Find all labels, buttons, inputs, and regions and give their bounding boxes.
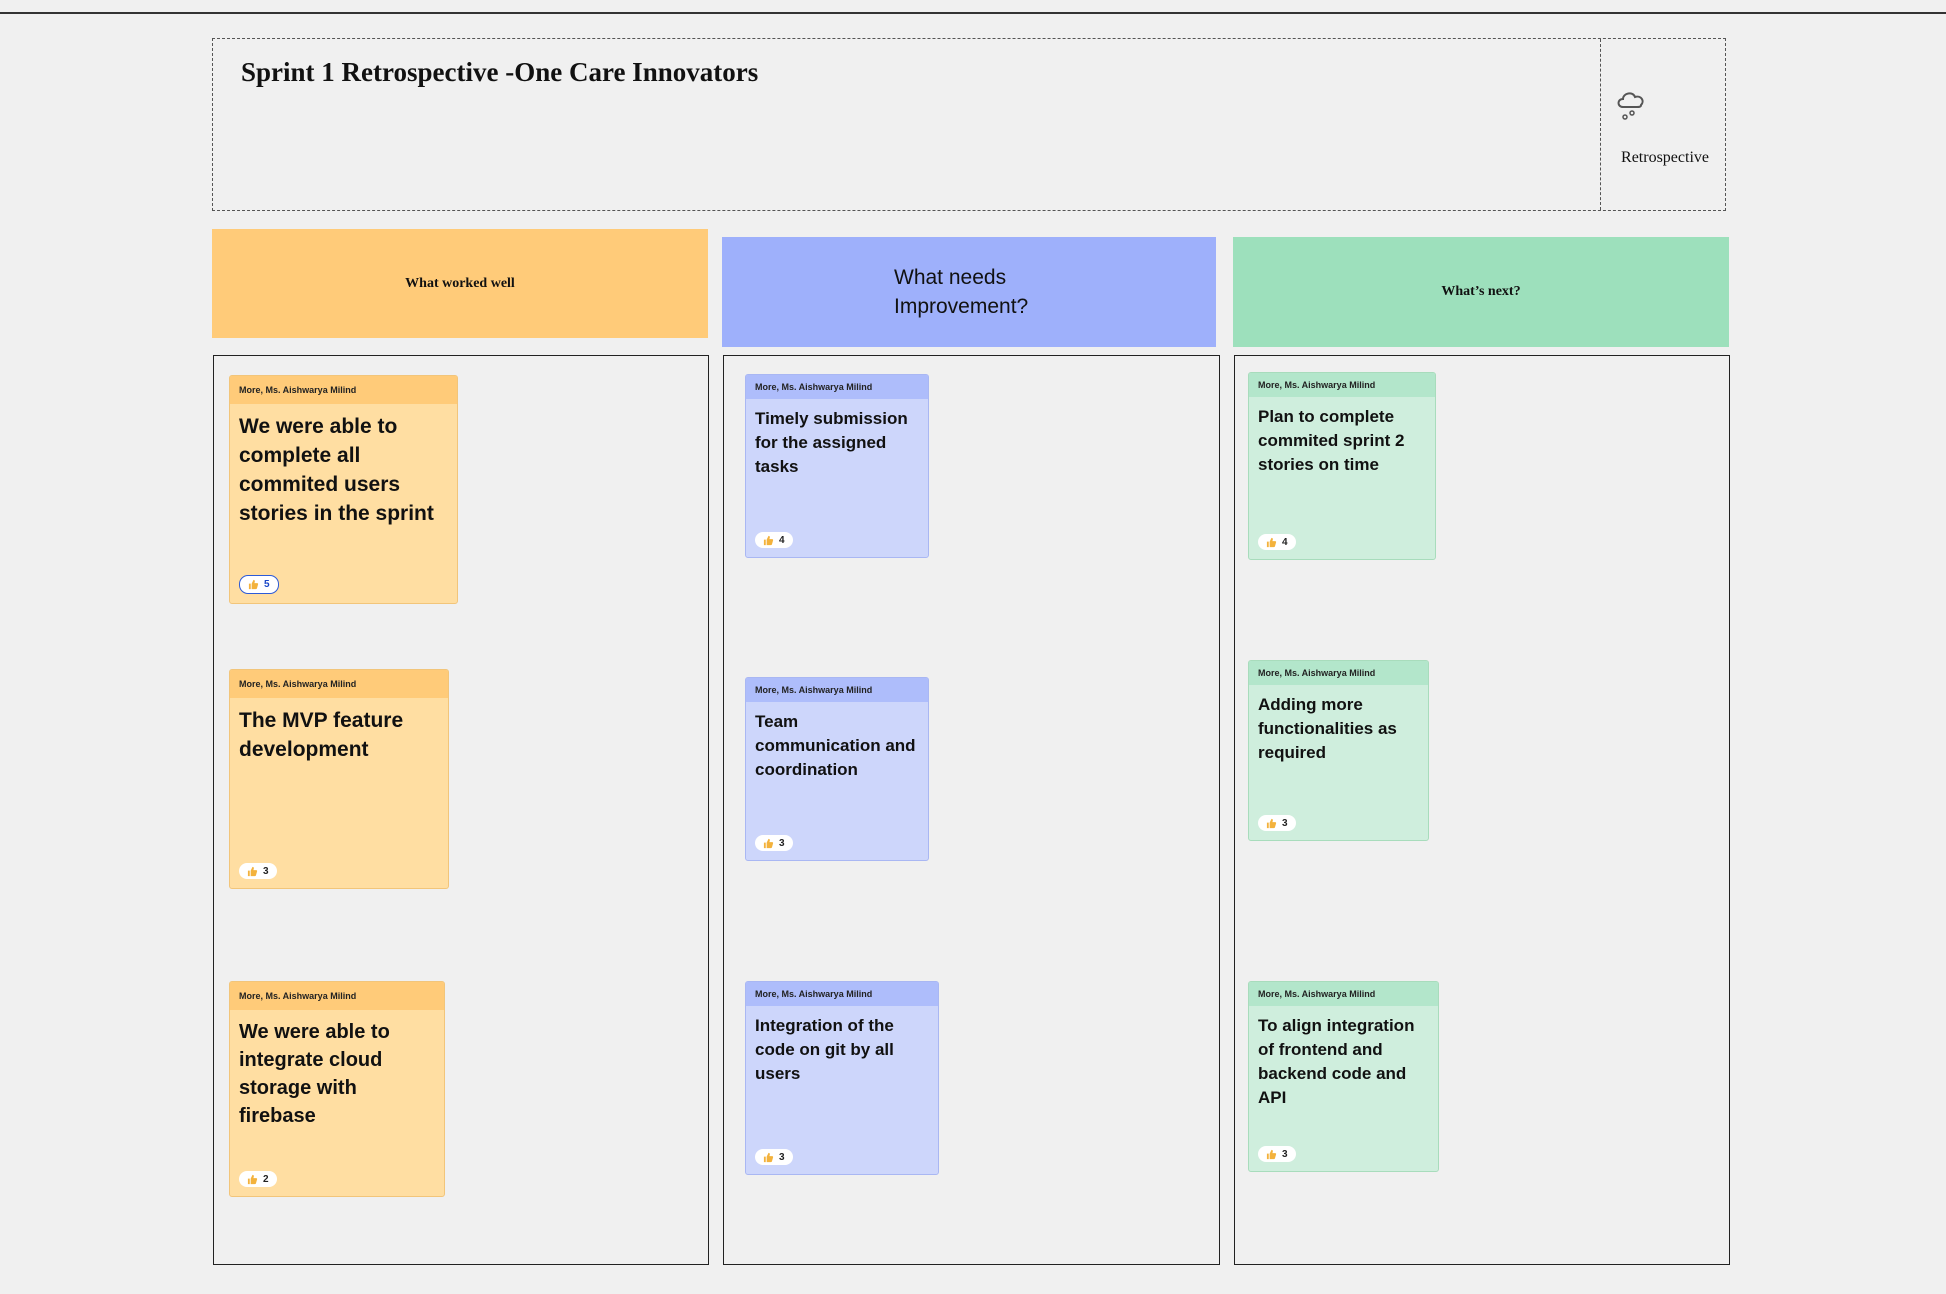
sticky-note[interactable]: More, Ms. Aishwarya Milind Team communic… — [745, 677, 929, 861]
sticky-note[interactable]: More, Ms. Aishwarya Milind Adding more f… — [1248, 660, 1429, 841]
header-divider — [1600, 39, 1601, 210]
column-frame-whats-next — [1234, 355, 1730, 1265]
cloud-rain-icon — [1617, 92, 1644, 120]
vote-button[interactable]: 3 — [1258, 1146, 1296, 1162]
thumbs-up-icon — [763, 535, 774, 545]
vote-count: 3 — [779, 1151, 785, 1163]
window-top-border — [0, 12, 1946, 14]
card-text: The MVP feature development — [239, 709, 404, 761]
card-text: We were able to complete all commited us… — [239, 415, 434, 525]
board-header: Sprint 1 Retrospective -One Care Innovat… — [212, 38, 1726, 211]
column-title-line1: What needs — [894, 266, 1007, 289]
column-header-whats-next[interactable]: What’s next? — [1233, 237, 1729, 347]
card-author: More, Ms. Aishwarya Milind — [1249, 661, 1428, 685]
vote-button[interactable]: 3 — [1258, 815, 1296, 831]
vote-count: 2 — [263, 1173, 269, 1185]
thumbs-up-icon — [763, 838, 774, 848]
sticky-note[interactable]: More, Ms. Aishwarya Milind Integration o… — [745, 981, 939, 1175]
vote-count: 4 — [779, 534, 785, 546]
card-author: More, Ms. Aishwarya Milind — [746, 375, 928, 399]
vote-button[interactable]: 4 — [755, 532, 793, 548]
sticky-note[interactable]: More, Ms. Aishwarya Milind The MVP featu… — [229, 669, 449, 889]
card-text: We were able to integrate cloud storage … — [239, 1021, 390, 1127]
thumbs-up-icon — [1266, 1149, 1277, 1159]
column-frame-needs-improvement — [723, 355, 1220, 1265]
vote-count: 3 — [779, 837, 785, 849]
card-author: More, Ms. Aishwarya Milind — [746, 982, 938, 1006]
vote-count: 3 — [263, 865, 269, 877]
card-text: Timely submission for the assigned tasks — [755, 409, 908, 476]
vote-count: 4 — [1282, 536, 1288, 548]
vote-button[interactable]: 4 — [1258, 534, 1296, 550]
card-text: Team communication and coordination — [755, 712, 916, 779]
card-author: More, Ms. Aishwarya Milind — [746, 678, 928, 702]
card-text: Plan to complete commited sprint 2 stori… — [1258, 407, 1405, 474]
card-author: More, Ms. Aishwarya Milind — [230, 670, 448, 698]
sticky-note[interactable]: More, Ms. Aishwarya Milind Timely submis… — [745, 374, 929, 558]
column-title: What’s next? — [1441, 284, 1521, 299]
column-header-worked-well[interactable]: What worked well — [212, 229, 708, 338]
board-title[interactable]: Sprint 1 Retrospective -One Care Innovat… — [241, 57, 759, 87]
card-text: Integration of the code on git by all us… — [755, 1016, 894, 1083]
thumbs-up-icon — [1266, 537, 1277, 547]
column-title: What worked well — [405, 275, 515, 291]
template-label: Retrospective — [1621, 149, 1709, 166]
card-author: More, Ms. Aishwarya Milind — [230, 982, 444, 1010]
vote-button[interactable]: 3 — [239, 863, 277, 879]
thumbs-up-icon — [247, 1174, 258, 1184]
vote-count: 5 — [264, 579, 270, 590]
card-text: Adding more functionalities as required — [1258, 695, 1397, 762]
vote-count: 3 — [1282, 1148, 1288, 1160]
sticky-note[interactable]: More, Ms. Aishwarya Milind Plan to compl… — [1248, 372, 1436, 560]
column-frame-worked-well — [213, 355, 709, 1265]
vote-count: 3 — [1282, 817, 1288, 829]
vote-button[interactable]: 3 — [755, 835, 793, 851]
vote-button[interactable]: 2 — [239, 1171, 277, 1187]
column-title: What needs Improvement? — [894, 263, 1044, 321]
thumbs-up-icon — [248, 579, 259, 590]
card-text: To align integration of frontend and bac… — [1258, 1016, 1415, 1107]
thumbs-up-icon — [763, 1152, 774, 1162]
card-author: More, Ms. Aishwarya Milind — [230, 376, 457, 404]
sticky-note[interactable]: More, Ms. Aishwarya Milind We were able … — [229, 375, 458, 604]
vote-button[interactable]: 5 — [239, 575, 279, 594]
column-header-needs-improvement[interactable]: What needs Improvement? — [722, 237, 1216, 347]
card-author: More, Ms. Aishwarya Milind — [1249, 373, 1435, 397]
vote-button[interactable]: 3 — [755, 1149, 793, 1165]
thumbs-up-icon — [1266, 818, 1277, 828]
thumbs-up-icon — [247, 866, 258, 876]
card-author: More, Ms. Aishwarya Milind — [1249, 982, 1438, 1006]
sticky-note[interactable]: More, Ms. Aishwarya Milind We were able … — [229, 981, 445, 1197]
sticky-note[interactable]: More, Ms. Aishwarya Milind To align inte… — [1248, 981, 1439, 1172]
column-title-line2: Improvement? — [894, 295, 1029, 318]
